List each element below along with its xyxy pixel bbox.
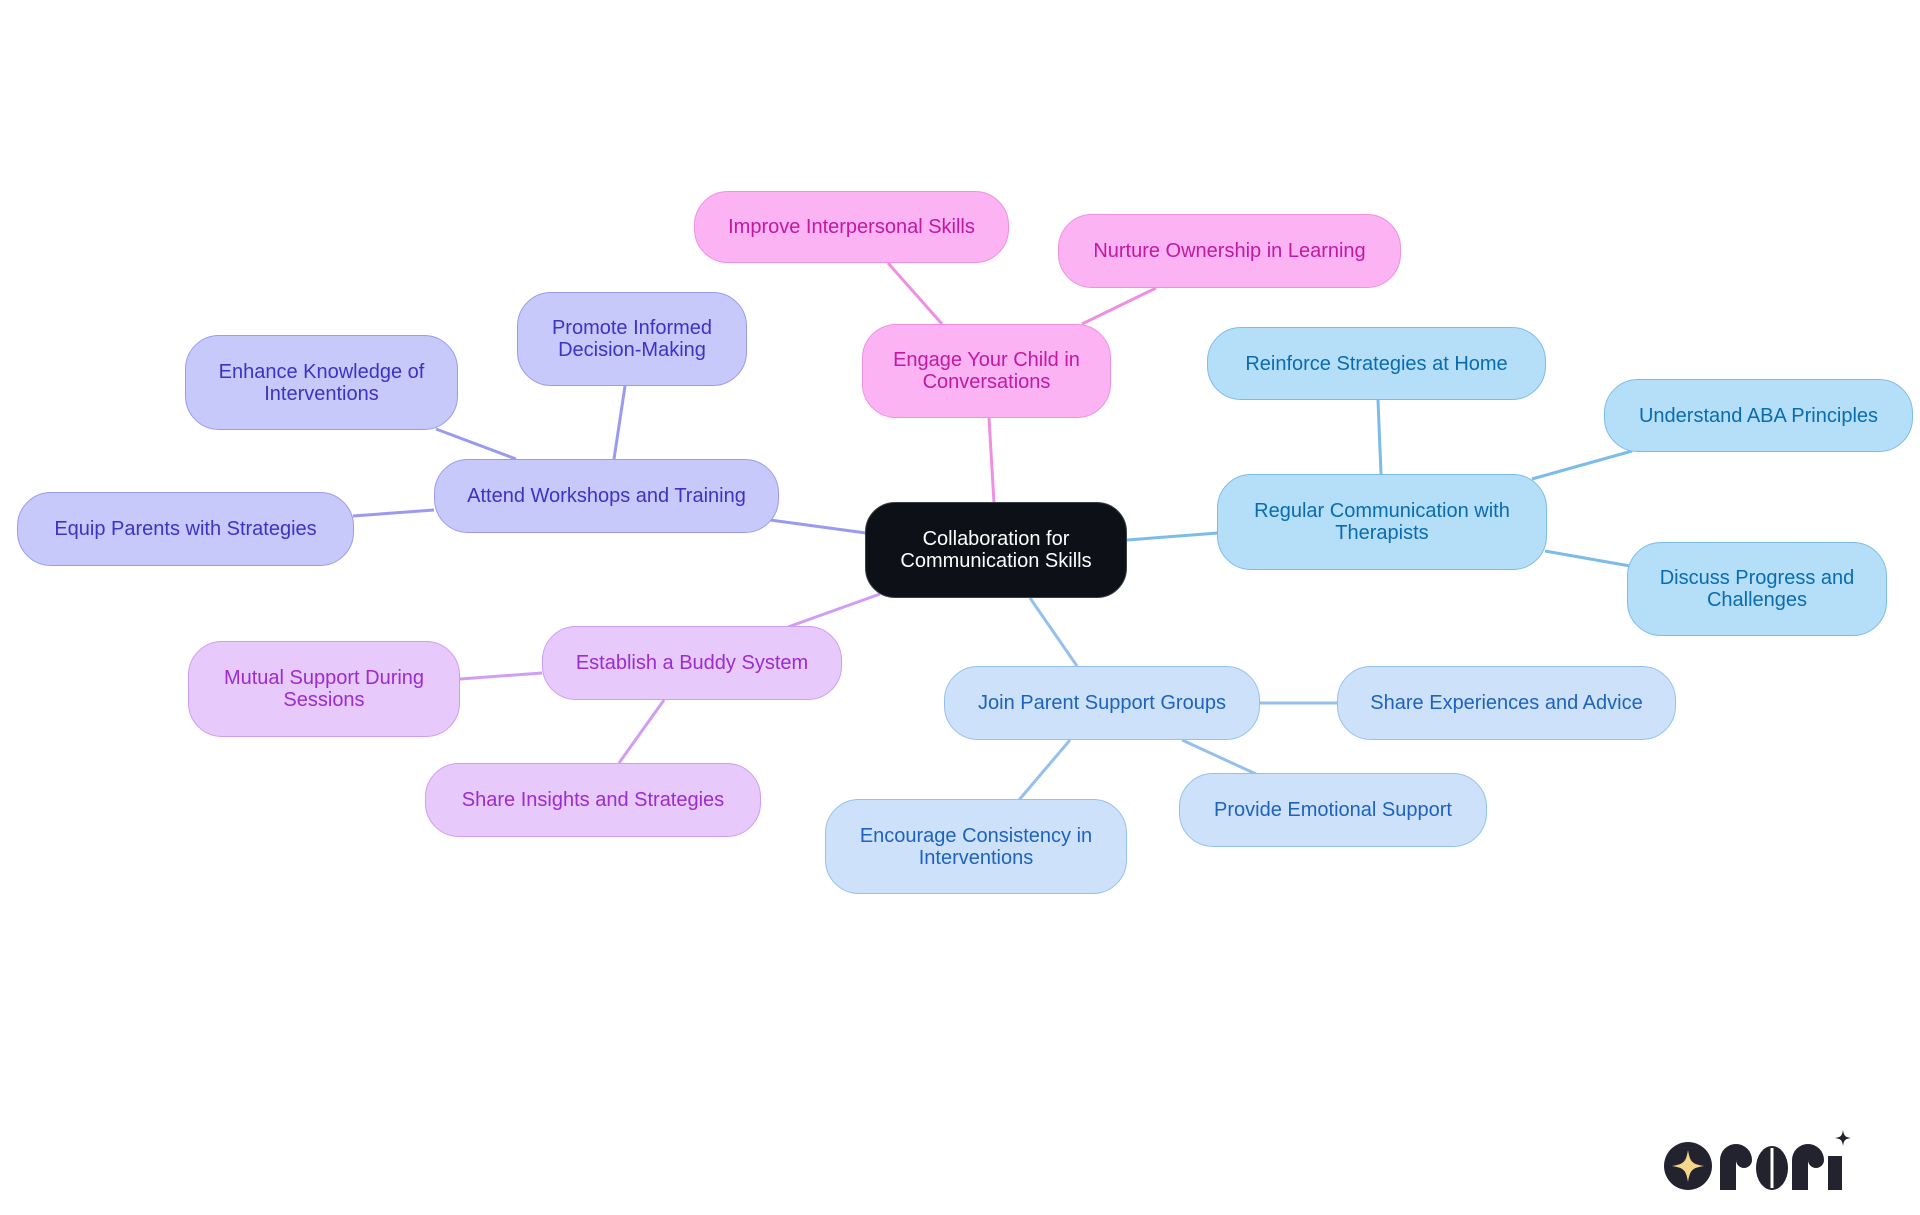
node-label: Establish a Buddy System: [575, 652, 809, 674]
node-label: Improve Interpersonal Skills: [728, 216, 975, 238]
node-label-line: Challenges: [1706, 589, 1808, 611]
node-label-line: Mutual Support During: [223, 667, 425, 689]
node-label-line: Therapists: [1335, 522, 1429, 544]
node-label-line: Encourage Consistency in: [859, 824, 1093, 847]
node-label: Share Experiences and Advice: [1370, 692, 1643, 714]
node-buddy-system[interactable]: Establish a Buddy System: [542, 626, 842, 700]
edge-root-workshops: [769, 518, 867, 535]
node-label-line: Conversations: [922, 371, 1051, 393]
node-label-line: Interventions: [918, 846, 1034, 869]
edge-root-engage: [987, 417, 996, 504]
edge-buddy-insights: [617, 699, 666, 764]
node-label: Join Parent Support Groups: [978, 692, 1226, 714]
edge-workshops-promote: [612, 385, 627, 460]
edge-root-buddy: [787, 592, 881, 629]
node-join-support-groups[interactable]: Join Parent Support Groups: [944, 666, 1260, 740]
edge-regular-discuss: [1544, 549, 1631, 568]
node-provide-emotional[interactable]: Provide Emotional Support: [1179, 773, 1487, 847]
node-label: Nurture Ownership in Learning: [1093, 240, 1366, 262]
node-label-line: Engage Your Child in: [893, 349, 1080, 371]
edge-engage-nurture: [1081, 286, 1157, 326]
logo-wordmark: [1720, 1130, 1851, 1190]
node-label: Understand ABA Principles: [1638, 404, 1879, 427]
edge-root-join: [1028, 597, 1079, 667]
node-nurture-ownership[interactable]: Nurture Ownership in Learning: [1058, 214, 1401, 288]
node-label-line: Communication Skills: [900, 550, 1092, 572]
node-label-line: Decision-Making: [558, 339, 706, 361]
edge-regular-reinforce: [1376, 399, 1383, 475]
edge-buddy-mutual: [459, 671, 543, 681]
edge-regular-aba: [1531, 449, 1633, 481]
node-label-line: Enhance Knowledge of: [218, 360, 425, 383]
node-label: Attend Workshops and Training: [467, 485, 746, 507]
node-equip-parents[interactable]: Equip Parents with Strategies: [17, 492, 354, 566]
node-label: Provide Emotional Support: [1214, 799, 1452, 821]
edge-workshops-enhance: [435, 427, 517, 461]
node-label-line: Sessions: [283, 689, 365, 711]
node-reinforce-strategies[interactable]: Reinforce Strategies at Home: [1207, 327, 1546, 400]
node-label: Equip Parents with Strategies: [54, 518, 317, 540]
node-share-experiences[interactable]: Share Experiences and Advice: [1337, 666, 1676, 740]
edge-workshops-equip: [352, 508, 435, 518]
node-label-line: Discuss Progress and: [1659, 567, 1855, 589]
node-label-line: Collaboration for: [922, 528, 1070, 550]
node-label-line: Interventions: [264, 382, 379, 405]
node-label-line: Regular Communication with: [1254, 500, 1510, 522]
rori-logo: [1664, 1130, 1851, 1190]
node-share-insights[interactable]: Share Insights and Strategies: [425, 763, 761, 837]
node-improve-interpersonal[interactable]: Improve Interpersonal Skills: [694, 191, 1009, 263]
node-attend-workshops[interactable]: Attend Workshops and Training: [434, 459, 779, 533]
node-understand-aba[interactable]: Understand ABA Principles: [1604, 379, 1913, 452]
sparkle-star-icon: [1664, 1142, 1712, 1190]
edge-join-emotional: [1181, 738, 1257, 776]
edge-join-consistency: [1017, 739, 1072, 801]
node-label-line: Promote Informed: [551, 317, 713, 339]
edge-engage-improve: [886, 262, 944, 325]
node-label: Reinforce Strategies at Home: [1245, 352, 1508, 375]
edge-root-regular: [1126, 531, 1219, 542]
node-label: Share Insights and Strategies: [461, 789, 725, 811]
